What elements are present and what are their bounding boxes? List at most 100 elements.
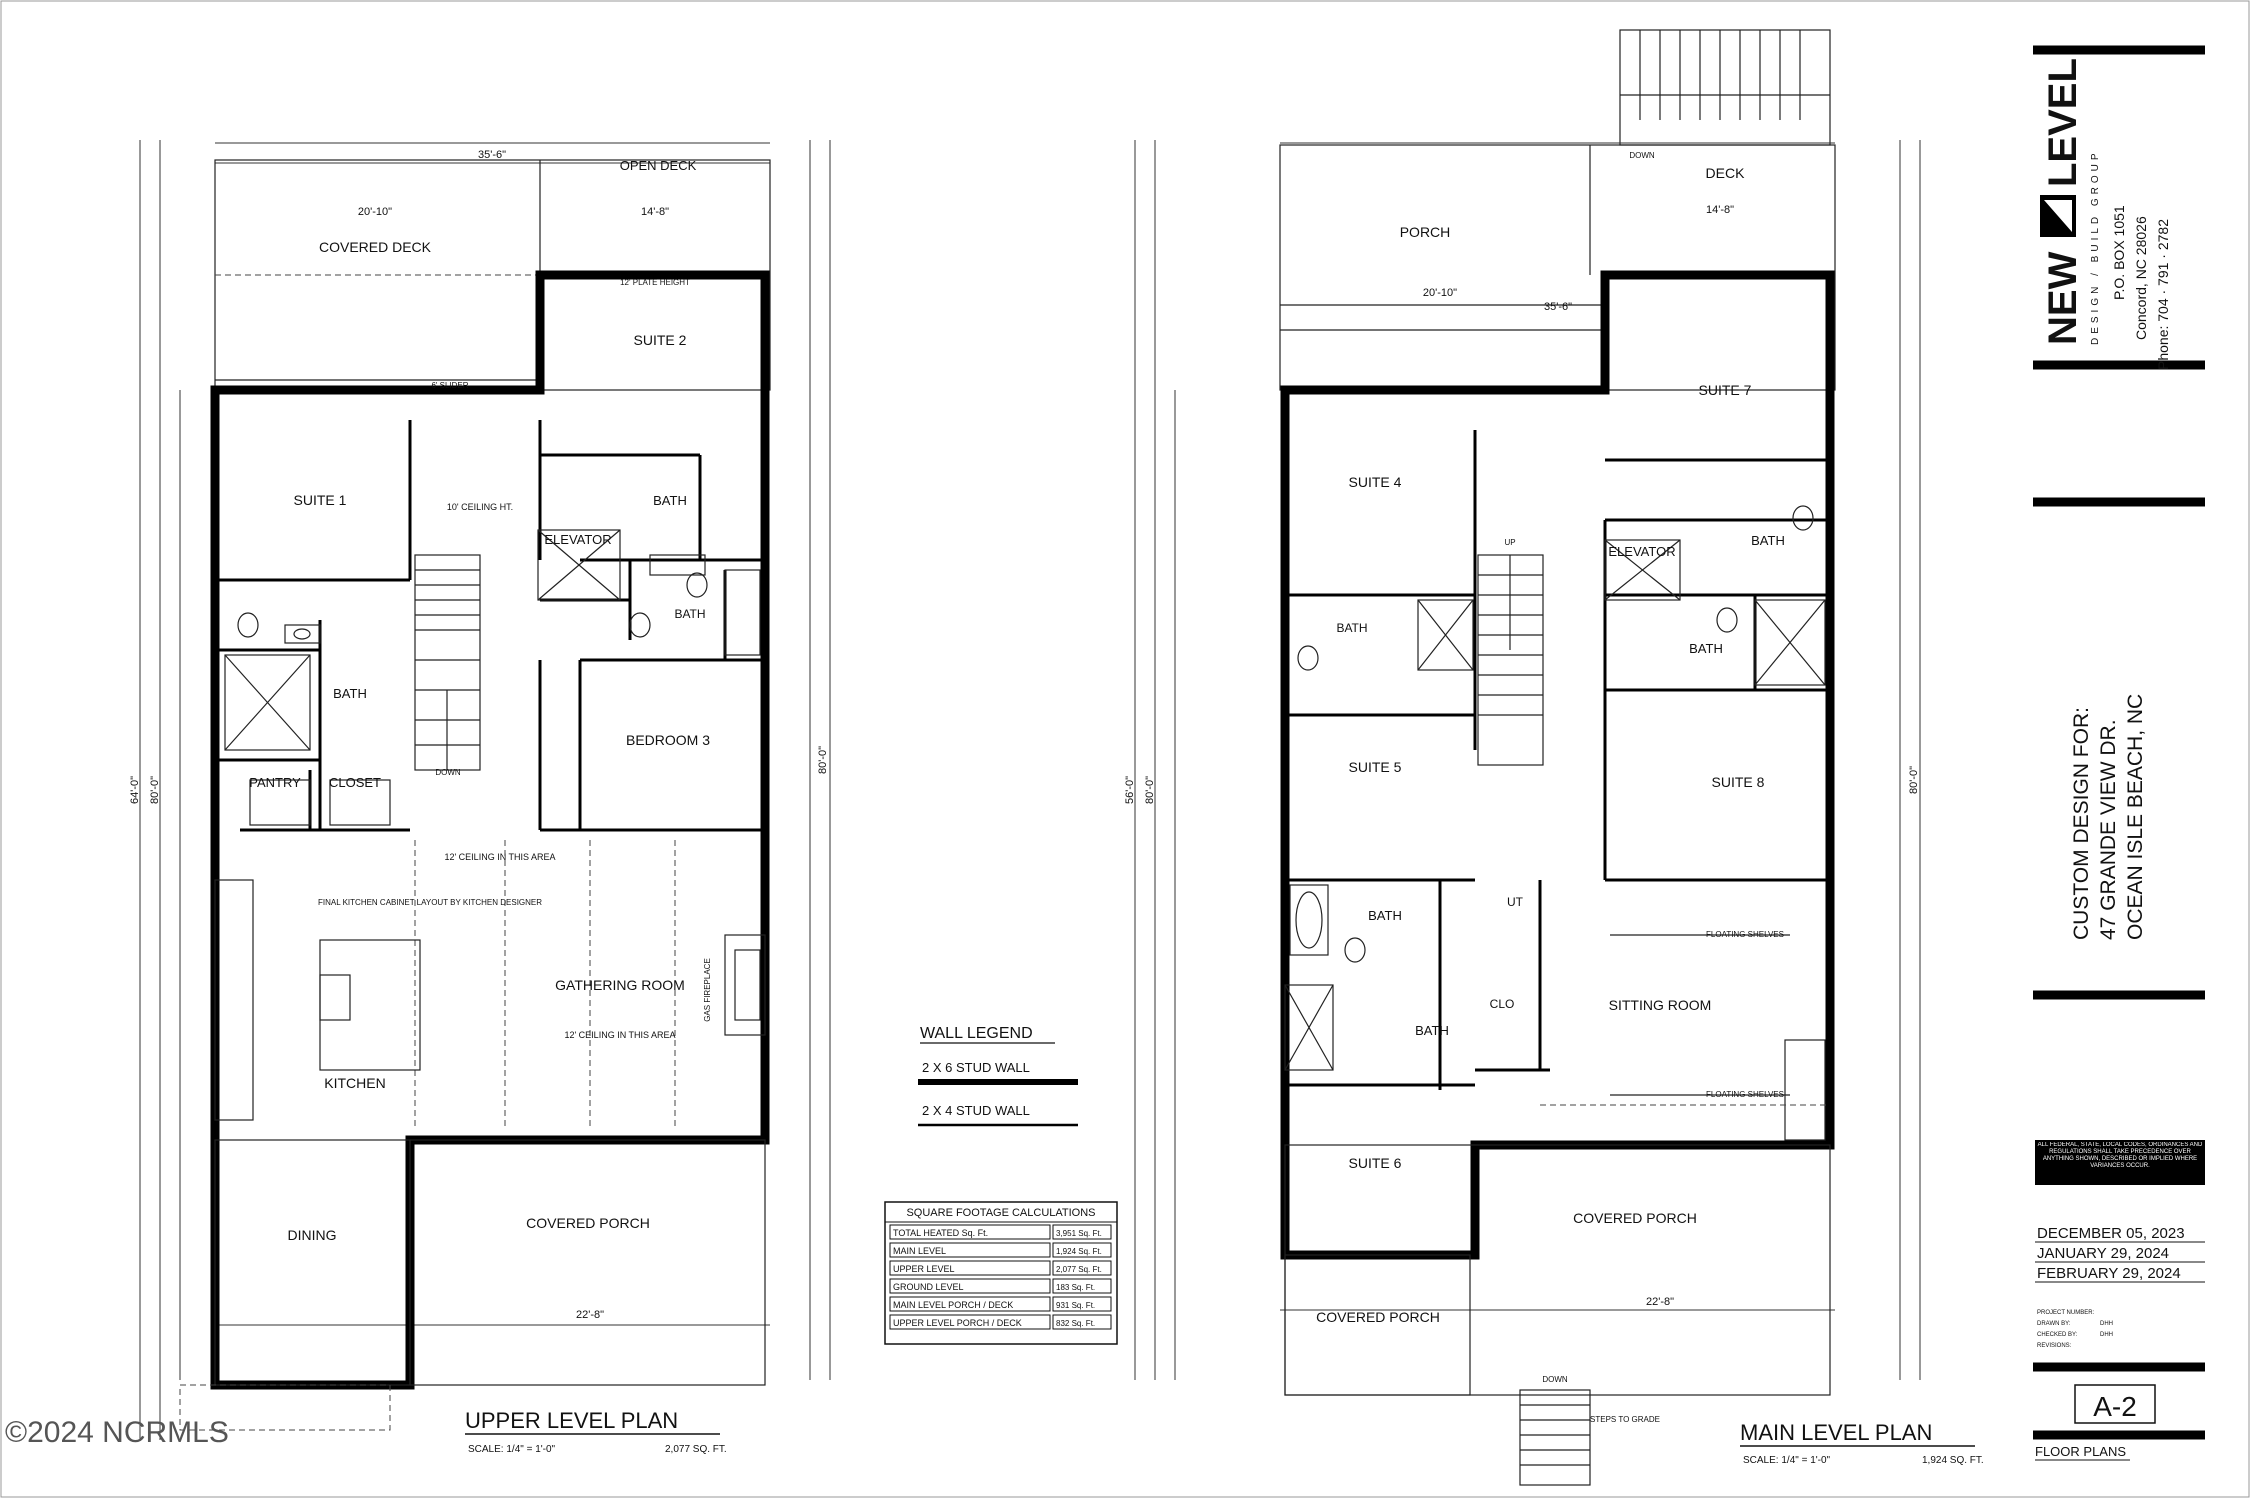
main-clo-label: CLO (1490, 997, 1515, 1011)
upper-bedroom3-label: BEDROOM 3 (626, 732, 710, 748)
main-floating-shelves-a: FLOATING SHELVES (1706, 930, 1784, 939)
sqft-row-label: MAIN LEVEL (893, 1246, 946, 1256)
upper-closet-label: CLOSET (329, 775, 381, 790)
main-deck-label: DECK (1706, 165, 1746, 181)
sqft-row-value: 1,924 Sq. Ft. (1056, 1247, 1102, 1256)
wall-legend-item1: 2 X 6 STUD WALL (922, 1060, 1030, 1075)
main-suite5-label: SUITE 5 (1349, 759, 1402, 775)
sqft-row-value-cell (1052, 1278, 1112, 1294)
watermark: ©2024 NCRMLS (5, 1416, 229, 1449)
upper-kitchen-note: FINAL KITCHEN CABINET LAYOUT BY KITCHEN … (318, 898, 542, 907)
main-bath-label-b: BATH (1336, 621, 1367, 635)
upper-suite1-label: SUITE 1 (294, 492, 347, 508)
drawn-by-label: DRAWN BY: (2037, 1321, 2071, 1327)
main-suite8-label: SUITE 8 (1712, 774, 1765, 790)
main-dim-top-total: 35'-6" (1544, 301, 1572, 313)
upper-dim-overall: 80'-0" (149, 776, 161, 804)
main-deck-down-note: DOWN (1629, 151, 1655, 160)
codes-note: ALL FEDERAL, STATE, LOCAL CODES, ORDINAN… (2037, 1142, 2203, 1169)
revision-date: FEBRUARY 29, 2024 (2037, 1265, 2181, 1282)
sqft-row-label: MAIN LEVEL PORCH / DECK (893, 1300, 1013, 1310)
logo-level: LEVEL (2041, 58, 2085, 187)
revision-date: DECEMBER 05, 2023 (2037, 1225, 2185, 1242)
upper-elevator-label: ELEVATOR (544, 532, 611, 547)
sqft-row-label-cell (889, 1296, 1051, 1312)
upper-plan-title: UPPER LEVEL PLAN (465, 1408, 678, 1433)
address-phone: Phone: 704 · 791 · 2782 (2155, 219, 2171, 370)
sqft-row-label-cell (889, 1260, 1051, 1276)
main-plan-sqft: 1,924 SQ. FT. (1922, 1455, 1984, 1466)
sqft-row-value-cell (1052, 1242, 1112, 1258)
sqft-row-value-cell (1052, 1314, 1112, 1330)
main-elevator-label: ELEVATOR (1608, 544, 1675, 559)
upper-covered-porch-label: COVERED PORCH (526, 1215, 650, 1231)
upper-level-plan: OPEN DECK COVERED DECK SUITE 2 SUITE 1 B… (129, 140, 831, 1455)
upper-dining-label: DINING (288, 1227, 337, 1243)
address-line2: Concord, NC 28026 (2133, 216, 2149, 340)
sqft-row-value: 931 Sq. Ft. (1056, 1301, 1095, 1310)
wall-legend-item2: 2 X 4 STUD WALL (922, 1103, 1030, 1118)
upper-plan-scale: SCALE: 1/4" = 1'-0" (468, 1444, 556, 1455)
sqft-table-rows: TOTAL HEATED Sq. Ft. 3,951 Sq. Ft. MAIN LE… (889, 1224, 1112, 1330)
upper-bath-label-a: BATH (653, 493, 687, 508)
upper-pantry-label: PANTRY (249, 775, 301, 790)
upper-suite2-label: SUITE 2 (634, 332, 687, 348)
title-block: NEW LEVEL DESIGN / BUILD GROUP P.O. BOX … (2033, 45, 2205, 1461)
revision-date: JANUARY 29, 2024 (2037, 1245, 2169, 1262)
main-dim-left: 20'-10" (1423, 287, 1457, 299)
upper-plate-note: 12' PLATE HEIGHT (620, 278, 690, 287)
upper-covered-deck-label: COVERED DECK (319, 239, 432, 255)
sqft-row-value: 2,077 Sq. Ft. (1056, 1265, 1102, 1274)
main-porch-label: PORCH (1400, 224, 1451, 240)
logo-tagline: DESIGN / BUILD GROUP (2090, 149, 2101, 345)
upper-bath-label-b: BATH (674, 607, 705, 621)
project-number-label: PROJECT NUMBER: (2037, 1310, 2095, 1316)
sqft-row-value: 3,951 Sq. Ft. (1056, 1229, 1102, 1238)
main-bath-label-a: BATH (1751, 533, 1785, 548)
main-suite7-label: SUITE 7 (1699, 382, 1752, 398)
sqft-row-label: GROUND LEVEL (893, 1282, 964, 1292)
upper-bath-label-c: BATH (333, 686, 367, 701)
main-plan-scale: SCALE: 1/4" = 1'-0" (1743, 1455, 1831, 1466)
upper-open-deck-label: OPEN DECK (620, 158, 697, 173)
revisions-label: REVISIONS: (2037, 1343, 2072, 1349)
logo-mark-cut (2044, 200, 2072, 232)
company-address: P.O. BOX 1051 Concord, NC 28026 Phone: 7… (2111, 205, 2171, 370)
main-sitting-room-label: SITTING ROOM (1609, 997, 1712, 1013)
upper-dim-deck-left: 20'-10" (358, 206, 392, 218)
upper-ceiling12-note-b: 12' CEILING IN THIS AREA (564, 1030, 675, 1040)
upper-fireplace-note: GAS FIREPLACE (703, 958, 712, 1022)
checked-by-label: CHECKED BY: (2037, 1332, 2078, 1338)
sqft-row-label-cell (889, 1278, 1051, 1294)
project-info: CUSTOM DESIGN FOR: 47 GRANDE VIEW DR. OC… (2070, 694, 2147, 940)
drawn-by-value: DHH (2100, 1321, 2113, 1327)
sqft-row-label-cell (889, 1224, 1051, 1240)
main-suite4-label: SUITE 4 (1349, 474, 1402, 490)
main-steps-note: STEPS TO GRADE (1590, 1415, 1660, 1424)
upper-dim-bottom: 22'-8" (576, 1309, 604, 1321)
upper-kitchen-label: KITCHEN (324, 1075, 385, 1091)
sqft-row-label: TOTAL HEATED Sq. Ft. (893, 1228, 988, 1238)
main-dim-right: 14'-8" (1706, 204, 1734, 216)
sqft-row-label: UPPER LEVEL PORCH / DECK (893, 1318, 1022, 1328)
sqft-row-value: 832 Sq. Ft. (1056, 1319, 1095, 1328)
sqft-row-value: 183 Sq. Ft. (1056, 1283, 1095, 1292)
upper-stairs-down: DOWN (435, 768, 461, 777)
upper-dim-top-total: 35'-6" (478, 149, 506, 161)
main-covered-porch-small-label: COVERED PORCH (1316, 1309, 1440, 1325)
upper-ceiling-note: 10' CEILING HT. (447, 502, 513, 512)
upper-dim-height: 64'-0" (129, 776, 141, 804)
main-plan-title: MAIN LEVEL PLAN (1740, 1420, 1932, 1445)
sheet-number-box (2074, 1384, 2156, 1424)
main-level-plan: DECK PORCH SUITE 7 SUITE 4 ELEVATOR BATH… (1124, 29, 1984, 1486)
checked-by-value: DHH (2100, 1332, 2113, 1338)
sqft-row-label: UPPER LEVEL (893, 1264, 955, 1274)
sheet-number: A-2 (2093, 1391, 2137, 1422)
project-line1: CUSTOM DESIGN FOR: (2070, 707, 2093, 940)
upper-dim-overall-right: 80'-0" (817, 746, 829, 774)
main-bath-label-d: BATH (1368, 908, 1402, 923)
sqft-row-value-cell (1052, 1260, 1112, 1276)
sqft-row-label-cell (889, 1242, 1051, 1258)
